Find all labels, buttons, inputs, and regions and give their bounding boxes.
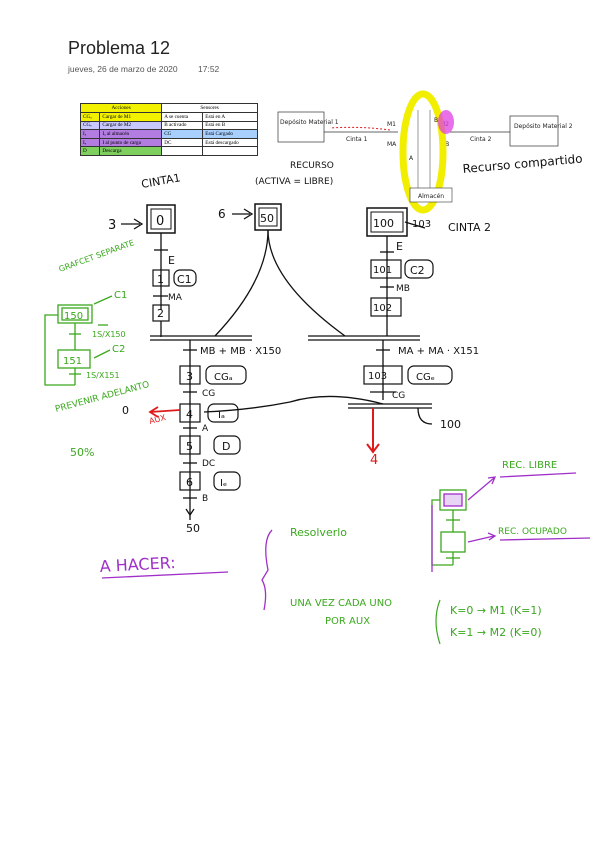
table-cell: D	[79, 146, 101, 156]
action-d-label: D	[222, 440, 230, 453]
step-151-label: 151	[63, 356, 82, 367]
cinta1-note: CINTA1	[140, 171, 181, 191]
deposit-1-box	[277, 111, 325, 143]
step-1-label: 1	[157, 273, 164, 286]
action-c2-green: C2	[112, 344, 125, 355]
trans-cg2-label: CG	[392, 391, 405, 401]
brace	[261, 529, 273, 611]
page-time: 17:52	[198, 64, 220, 74]
deposit-2-label: Depósito Material 2	[514, 123, 573, 130]
a-hacer-heading: A HACER:	[99, 553, 176, 576]
resolverlo-note: Resolverlo	[290, 526, 347, 539]
trans-a-label: A	[202, 424, 209, 434]
table-cell	[202, 146, 258, 156]
step-101-label: 101	[373, 265, 392, 276]
action-ib-label: Iₑ	[220, 478, 227, 489]
recurso-note: RECURSO	[290, 161, 334, 171]
trans-join-right: MA + MA · X151	[398, 346, 479, 357]
action-ia-label: Iₐ	[218, 410, 225, 421]
activa-note: (ACTIVA = LIBRE)	[255, 177, 333, 187]
table-row: D Descarga	[79, 146, 258, 156]
deposit-2-box	[509, 115, 559, 147]
rec-ocupado-note: REC. OCUPADO	[498, 527, 567, 537]
k1-note: K=1 → M2 (K=0)	[450, 626, 542, 639]
step-102-label: 102	[373, 303, 392, 314]
aux-label: AUX	[148, 413, 167, 426]
step-50-input: 6	[218, 207, 226, 221]
a-label: A	[409, 155, 414, 162]
store-label: Almacén	[418, 193, 444, 200]
trans-dc-label: DC	[202, 459, 215, 469]
green-grafcet	[44, 295, 113, 386]
step-50-label: 50	[260, 212, 274, 225]
store-box	[409, 187, 453, 203]
trans-mb-label: MB	[396, 284, 410, 294]
deposit-1-label: Depósito Material 1	[280, 119, 339, 126]
step-5-label: 5	[186, 440, 193, 453]
trans-e2-label: E	[396, 240, 403, 253]
rec-libre-note: REC. LIBRE	[502, 460, 557, 471]
action-c1-green: C1	[114, 290, 127, 301]
trans-cg-label: CG	[202, 389, 215, 399]
por-aux-note: POR AUX	[325, 616, 370, 627]
output-100-label: 100	[440, 418, 461, 431]
step-150-label: 150	[64, 311, 83, 322]
table-cell	[161, 146, 204, 156]
step-4-label: 4	[186, 408, 193, 421]
m2-highlight	[438, 110, 454, 134]
grafcet	[121, 203, 453, 520]
table-header-actions: Acciones	[79, 103, 163, 113]
page-date: jueves, 26 de marzo de 2020	[68, 64, 178, 74]
ma-label: MA	[387, 141, 397, 148]
recurso-compartido-note: Recurso compartido	[462, 152, 583, 176]
action-cgb-label: CGₑ	[416, 372, 435, 383]
cinta1-arrow	[329, 126, 391, 131]
shared-resource-highlight	[399, 90, 447, 214]
page-title: Problema 12	[68, 38, 171, 58]
output-50-label: 50	[186, 522, 200, 535]
trans-join-left: MB + MB · X150	[200, 346, 281, 357]
belt-1-label: Cinta 1	[346, 136, 368, 143]
output-0-label: 0	[122, 404, 129, 417]
k0-note: K=0 → M1 (K=1)	[450, 604, 542, 617]
step-3-label: 3	[186, 370, 193, 383]
percent-note: 50%	[70, 446, 94, 459]
mini-grafcet	[431, 472, 591, 572]
trans-b-label: B	[202, 494, 208, 504]
action-c1-label: C1	[177, 273, 192, 286]
step-0-label: 0	[156, 214, 164, 229]
trans-1s-x150: 1S/X150	[92, 330, 126, 339]
step-6-label: 6	[186, 476, 193, 489]
table-row: Iₐ Iₐ al almacén CG Está Cargado	[79, 129, 258, 139]
cinta2-note: CINTA 2	[448, 221, 491, 234]
trans-ma-label: MA	[168, 293, 183, 303]
signals-table: Acciones Sensores CGₐ Cargar de M1 A se …	[79, 103, 258, 156]
m1-label: M1	[387, 121, 396, 128]
step-100-label: 100	[373, 217, 394, 230]
action-cga-label: CGₐ	[214, 372, 233, 383]
belt-2-label: Cinta 2	[470, 136, 492, 143]
b-label: B	[434, 117, 438, 124]
step-100-input: 103	[412, 219, 431, 230]
table-header-sensors: Sensores	[161, 103, 258, 113]
step-103-label: 103	[368, 371, 387, 382]
grafcet-separate-note: GRAFCET SEPARATE	[58, 238, 136, 274]
trans-e-label: E	[168, 254, 175, 267]
una-vez-note: UNA VEZ CADA UNO	[290, 598, 392, 609]
trans-1s-x151: 1S/X151	[86, 371, 120, 380]
step-2-label: 2	[157, 307, 164, 320]
action-c2-label: C2	[410, 264, 425, 277]
output-4-label: 4	[370, 453, 378, 468]
step-0-input: 3	[108, 218, 116, 233]
plant-schematic: Depósito Material 1 Cinta 1 M1 MA Cinta …	[277, 90, 573, 214]
